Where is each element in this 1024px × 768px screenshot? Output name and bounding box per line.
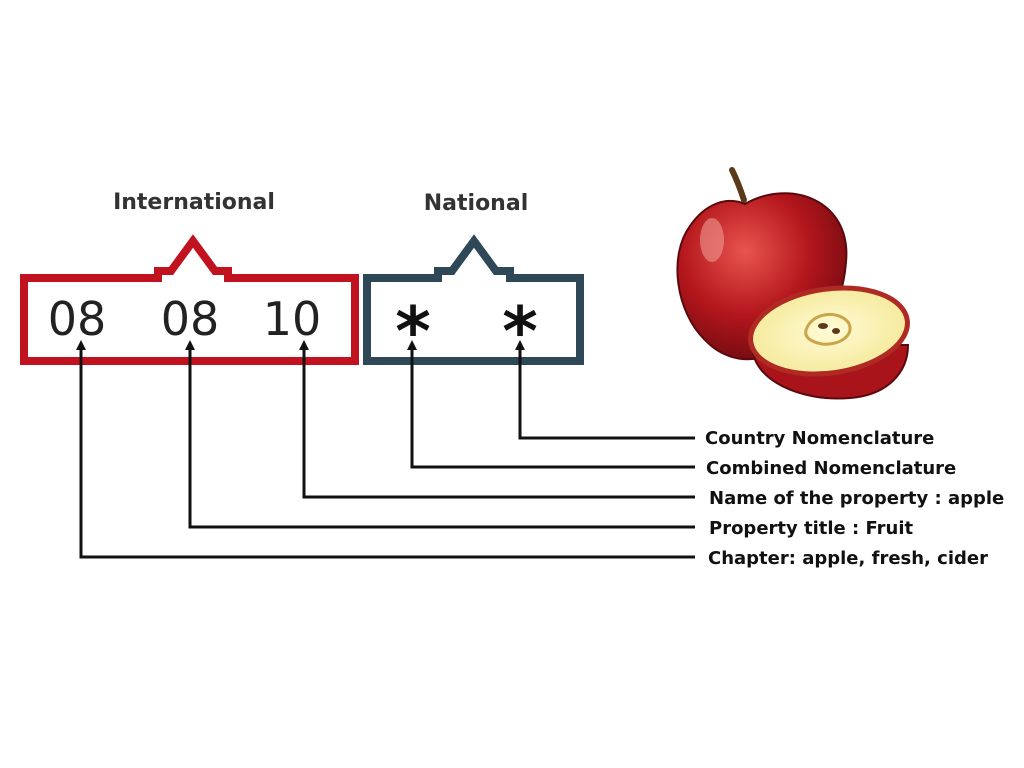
national-group: National * *: [363, 191, 584, 372]
label-property-title: Property title : Fruit: [709, 518, 914, 539]
international-heading: International: [113, 190, 275, 215]
connector-chapter: [76, 340, 695, 559]
label-property-name: Name of the property : apple: [709, 488, 1004, 509]
code-digit-chapter: 08: [48, 292, 107, 346]
apple-illustration-icon: [676, 167, 910, 400]
label-chapter: Chapter: apple, fresh, cider: [708, 548, 988, 569]
connector-combined: [407, 340, 695, 469]
labels: Country Nomenclature Combined Nomenclatu…: [705, 428, 1004, 569]
label-combined-nomenclature: Combined Nomenclature: [706, 458, 956, 479]
national-bracket: [363, 234, 584, 365]
code-digit-subheading: 10: [263, 292, 322, 346]
code-digit-heading: 08: [161, 292, 220, 346]
connector-country: [515, 340, 695, 440]
label-country-nomenclature: Country Nomenclature: [705, 428, 934, 449]
connectors: [76, 340, 695, 559]
connector-property-title: [185, 340, 695, 529]
international-group: International 08 08 10: [20, 190, 359, 365]
international-bracket: [20, 234, 359, 365]
national-heading: National: [424, 191, 528, 216]
connector-property-name: [299, 340, 695, 499]
